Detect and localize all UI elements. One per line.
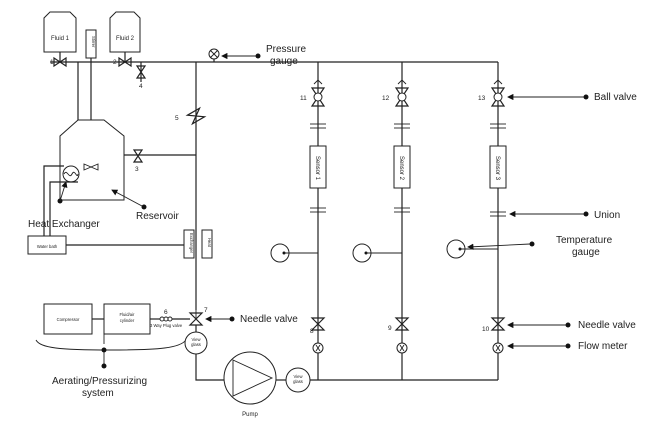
union-label: Union	[594, 210, 620, 221]
needle-valve-right-label: Needle valve	[578, 320, 636, 331]
fluid-tank-2: Fluid 2	[109, 11, 141, 53]
union-callout: Union	[509, 210, 620, 221]
compressor: Compressor	[43, 303, 93, 335]
water-bath-label: Water bath	[37, 244, 58, 249]
valve-3-number: 3	[135, 166, 139, 173]
fluid-tank-1: Fluid 1	[43, 11, 77, 53]
stirrer-label: Stirrer	[91, 36, 96, 48]
valve-5-number: 5	[175, 115, 179, 122]
valve-3[interactable]: 3	[132, 149, 144, 173]
reservoir-label: Reservoir	[136, 211, 179, 222]
valve-11-number: 11	[300, 95, 307, 102]
needle-valve-7[interactable]: 7 Needle valve	[188, 307, 298, 326]
sensor-2-label: Sensor 2	[398, 156, 404, 181]
valve-1-number: 1	[50, 59, 54, 66]
heat-exchanger-label: Heat Exchanger	[28, 219, 100, 230]
valve-10-number: 10	[482, 326, 490, 333]
branch-3: 13 Sensor 3 10	[446, 62, 507, 380]
valve-2-number: 2	[113, 59, 117, 66]
valve-13-number: 13	[478, 95, 486, 102]
ball-valve-callout: Ball valve	[507, 92, 637, 103]
valve-9-number: 9	[388, 325, 392, 332]
needle-valve-left-label: Needle valve	[240, 314, 298, 325]
valve-6-number: 6	[164, 309, 168, 316]
sensor-1-label: Sensor 1	[314, 156, 320, 181]
valve-1[interactable]: 1	[50, 56, 67, 68]
valve-5[interactable]: 5	[175, 106, 207, 126]
heat-label: Heat	[207, 238, 212, 248]
pump: Pump	[223, 351, 277, 418]
ball-valve-11[interactable]: 11	[300, 79, 326, 107]
valve-12-number: 12	[382, 95, 390, 102]
heat-exchanger-callout: Heat Exchanger	[28, 181, 100, 230]
compressor-label: Compressor	[57, 317, 80, 322]
branch-2: 12 Sensor 2 9	[352, 62, 411, 380]
branch-1: 11 Sensor 1 8	[270, 62, 327, 380]
flow-meter-callout: Flow meter	[507, 341, 628, 352]
ball-valve-label: Ball valve	[594, 92, 637, 103]
flow-meter-label: Flow meter	[578, 341, 628, 352]
needle-valve-callout: Needle valve	[507, 320, 636, 331]
three-way-valve-label: 3 Way Plug valve	[150, 323, 183, 328]
pump-label: Pump	[242, 412, 258, 418]
heat-box: Heat	[201, 229, 213, 259]
valve-4-number: 4	[139, 83, 143, 90]
sensor-3-label: Sensor 3	[494, 156, 500, 181]
exchanger-small-label: Exchanger	[189, 233, 194, 254]
reservoir-callout: Reservoir	[111, 189, 179, 222]
valve-4[interactable]: 4	[135, 62, 147, 90]
fluid1-label: Fluid 1	[51, 36, 70, 42]
exchanger-box: Exchanger	[183, 229, 195, 259]
valve-8-number: 8	[310, 328, 314, 335]
fluid2-label: Fluid 2	[116, 36, 135, 42]
ball-valve-12[interactable]: 12	[382, 79, 410, 107]
valve-2[interactable]: 2	[113, 56, 132, 68]
valve-7-number: 7	[204, 307, 208, 314]
reservoir-tank	[59, 119, 125, 201]
water-bath: Water bath	[27, 165, 184, 255]
ball-valve-13[interactable]: 13	[478, 79, 506, 107]
